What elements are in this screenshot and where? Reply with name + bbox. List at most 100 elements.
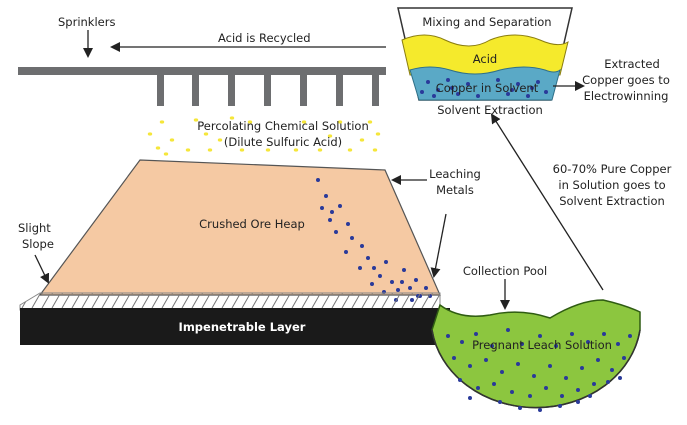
copper-dot	[526, 94, 530, 98]
sprinkler-nozzle	[264, 75, 271, 106]
label-pure-3: Solvent Extraction	[559, 194, 665, 208]
copper-dot	[596, 358, 600, 362]
acid-droplet	[193, 118, 199, 122]
label-extracted-2: Copper goes to	[582, 73, 670, 87]
copper-dot	[456, 92, 460, 96]
acid-droplet	[217, 138, 223, 142]
copper-dot	[468, 396, 472, 400]
tank-copper-dots	[420, 78, 548, 98]
copper-dot	[628, 334, 632, 338]
copper-dot	[558, 404, 562, 408]
label-leaching-2: Metals	[436, 183, 474, 197]
acid-layer	[401, 34, 569, 76]
copper-dot	[564, 376, 568, 380]
sprinkler-nozzle	[336, 75, 343, 106]
copper-dot	[610, 368, 614, 372]
copper-dot	[532, 374, 536, 378]
copper-dot	[616, 342, 620, 346]
copper-dot	[384, 260, 388, 264]
copper-dot	[528, 394, 532, 398]
copper-dot	[484, 358, 488, 362]
acid-droplet	[159, 120, 165, 124]
acid-droplet	[327, 134, 333, 138]
copper-dot	[538, 408, 542, 412]
flow-arrows	[34, 30, 604, 310]
copper-dot	[588, 394, 592, 398]
copper-dot	[450, 86, 454, 90]
copper-dot	[496, 78, 500, 82]
copper-dot	[490, 344, 494, 348]
copper-dot	[330, 210, 334, 214]
copper-dot	[622, 356, 626, 360]
label-slope-2: Slope	[22, 237, 54, 251]
copper-dot	[592, 382, 596, 386]
copper-dot	[446, 334, 450, 338]
copper-dot	[520, 342, 524, 346]
sprinkler-pipe	[18, 67, 386, 106]
copper-dot	[458, 378, 462, 382]
acid-droplet	[359, 138, 365, 142]
pool-copper-dots	[446, 328, 632, 412]
label-percolating-2: (Dilute Sulfuric Acid)	[224, 135, 342, 149]
acid-droplet	[317, 148, 323, 152]
copper-dot	[536, 80, 540, 84]
copper-dot	[426, 80, 430, 84]
copper-dot	[400, 280, 404, 284]
acid-droplet	[367, 120, 373, 124]
acid-droplet	[293, 148, 299, 152]
copper-dot	[500, 370, 504, 374]
copper-dot	[602, 332, 606, 336]
copper-dot	[474, 332, 478, 336]
copper-dot	[498, 400, 502, 404]
sprinkler-nozzle	[300, 75, 307, 106]
copper-dot	[468, 364, 472, 368]
label-heap: Crushed Ore Heap	[199, 217, 305, 231]
copper-dot	[350, 236, 354, 240]
copper-dot	[344, 250, 348, 254]
copper-dot	[544, 386, 548, 390]
copper-dot	[360, 244, 364, 248]
acid-droplet	[372, 148, 378, 152]
copper-dot	[548, 364, 552, 368]
copper-dot	[492, 382, 496, 386]
slope-hatch	[19, 292, 441, 311]
copper-dot	[544, 90, 548, 94]
acid-droplets	[147, 116, 381, 156]
copper-dot	[476, 386, 480, 390]
pool-bowl-outline	[431, 329, 641, 409]
copper-dot	[516, 362, 520, 366]
acid-droplet	[169, 138, 175, 142]
copper-dot	[424, 286, 428, 290]
label-acid: Acid	[473, 52, 497, 66]
label-collection: Collection Pool	[463, 264, 547, 278]
acid-droplet	[163, 152, 169, 156]
label-layer: Impenetrable Layer	[179, 320, 306, 334]
copper-dot	[506, 92, 510, 96]
sprinkler-nozzle	[192, 75, 199, 106]
acid-droplet	[229, 116, 235, 120]
copper-dot	[346, 222, 350, 226]
label-mixing: Mixing and Separation	[422, 15, 551, 29]
copper-dot	[466, 82, 470, 86]
copper-dot	[334, 230, 338, 234]
label-acid-recycled: Acid is Recycled	[218, 31, 311, 45]
label-percolating-1: Percolating Chemical Solution	[197, 119, 368, 133]
copper-dot	[518, 406, 522, 410]
label-extracted-3: Electrowinning	[584, 89, 669, 103]
copper-dot	[366, 256, 370, 260]
copper-dot	[476, 94, 480, 98]
acid-droplet	[155, 146, 161, 150]
label-sprinklers: Sprinklers	[58, 15, 115, 29]
copper-dot	[576, 400, 580, 404]
copper-dot	[420, 90, 424, 94]
copper-dot	[432, 94, 436, 98]
collection-pool	[431, 299, 641, 409]
label-leaching-1: Leaching	[429, 167, 481, 181]
acid-droplet	[203, 132, 209, 136]
copper-dot	[316, 178, 320, 182]
acid-droplet	[337, 120, 343, 124]
label-pure-1: 60-70% Pure Copper	[553, 162, 672, 176]
copper-dot	[338, 204, 342, 208]
copper-dot	[358, 266, 362, 270]
copper-dot	[436, 88, 440, 92]
